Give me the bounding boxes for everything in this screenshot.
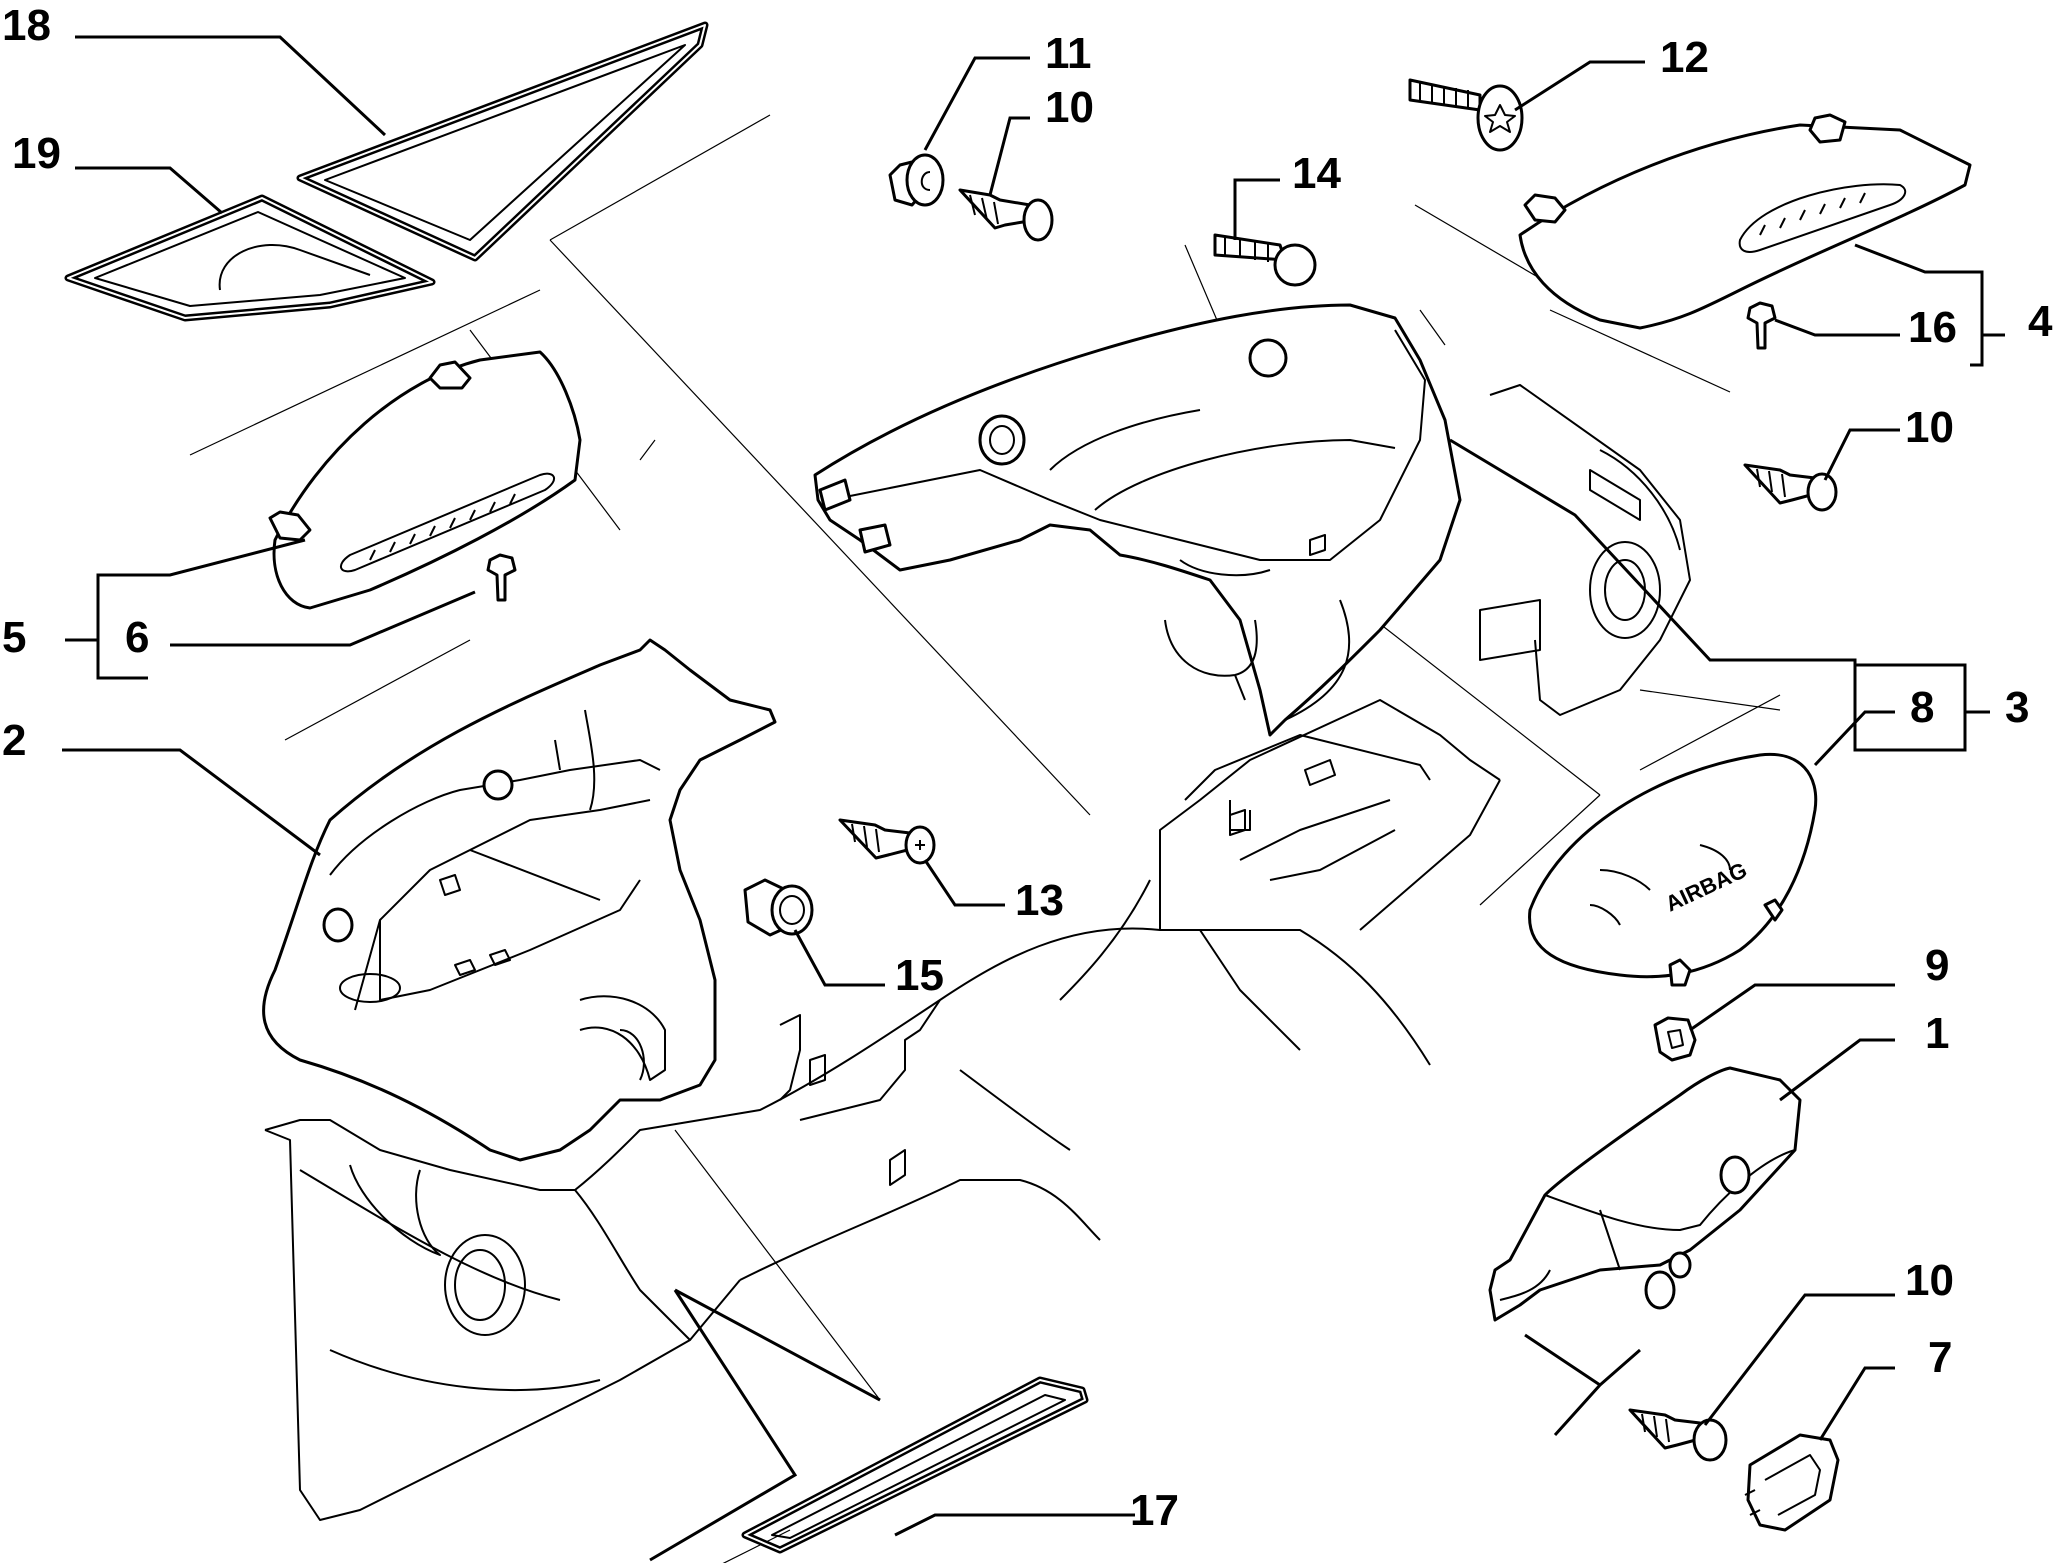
callout-5: 5: [2, 613, 26, 662]
part-9-clip-nut: [1653, 1016, 1697, 1062]
part-10-screw-a: [958, 188, 1054, 242]
part-1-airbag-module: [1488, 1066, 1802, 1322]
callout-10-top: 10: [1045, 83, 1094, 132]
part-13-screw: [838, 818, 936, 865]
gasket-18: [296, 21, 709, 262]
part-7-sensor: [1744, 1433, 1840, 1532]
callout-17: 17: [1130, 1486, 1179, 1535]
callout-4: 4: [2028, 297, 2053, 346]
callout-19: 19: [12, 129, 61, 178]
callout-10-bottom: 10: [1905, 1256, 1954, 1305]
callout-11: 11: [1045, 29, 1092, 78]
part-3-central-upper-trim: [813, 303, 1462, 737]
part-4-right-vent-cover: [1518, 113, 1972, 330]
callout-13: 13: [1015, 876, 1064, 925]
callout-7: 7: [1928, 1333, 1952, 1382]
guide-lines: [189, 114, 1781, 1563]
callout-6: 6: [125, 613, 149, 662]
part-17-gasket: [741, 1376, 1089, 1554]
callout-15: 15: [895, 951, 944, 1000]
part-6-clip: [486, 553, 517, 602]
callout-16: 16: [1908, 303, 1957, 352]
part-8-airbag-cover: AIRBAG: [1528, 752, 1818, 987]
part-14-screw: [1213, 233, 1317, 287]
part-15-plug: [743, 878, 814, 937]
callout-1: 1: [1925, 1009, 1949, 1058]
leader-lines: [62, 35, 2005, 1562]
part-11-clip: [888, 153, 945, 207]
callout-3: 3: [2005, 683, 2029, 732]
part-12-screw: [1408, 78, 1524, 152]
callout-18: 18: [2, 1, 51, 50]
part-10-screw-b: [1743, 463, 1838, 512]
part-2-left-dashboard-trim: [262, 638, 777, 1162]
part-10-screw-c: [1628, 1408, 1728, 1462]
part-5-left-vent-cover: [268, 350, 582, 610]
gasket-19: [64, 194, 436, 322]
callout-10-right: 10: [1905, 403, 1954, 452]
callout-8: 8: [1910, 683, 1934, 732]
callout-12: 12: [1660, 33, 1709, 82]
callout-9: 9: [1925, 941, 1949, 990]
callout-2: 2: [2, 716, 26, 765]
part-16-clip: [1746, 301, 1777, 350]
callout-labels: 18 19 11 10 12 14 16 4 10 5 6 2 8 3 13 1…: [2, 1, 2053, 1535]
callout-14: 14: [1292, 149, 1341, 198]
dashboard-crossmember: [264, 384, 1691, 1521]
